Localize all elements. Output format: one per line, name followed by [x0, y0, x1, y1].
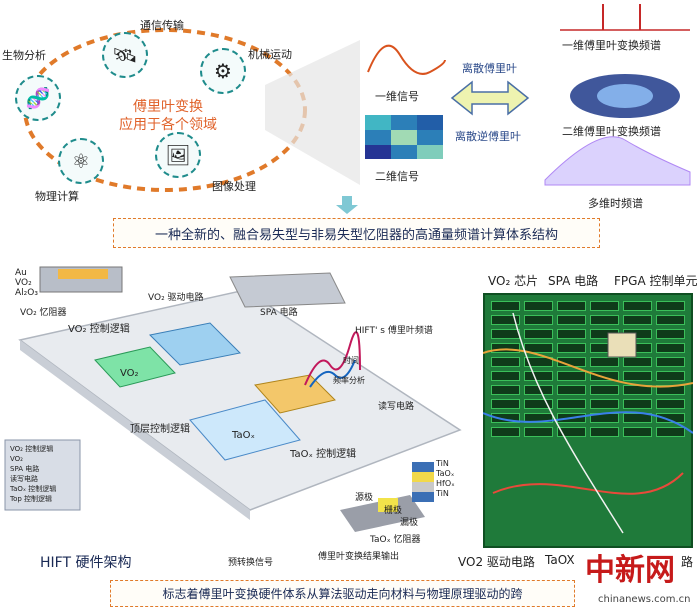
domain-label: 物理计算	[35, 190, 79, 203]
dna-icon: 🧬	[15, 75, 61, 121]
arch-label: 顶层控制逻辑	[130, 424, 190, 435]
spectrum-label: 多维时频谱	[588, 197, 643, 210]
banner-bottom: 标志着傅里叶变换硬件体系从算法驱动走向材料与物理原理驱动的跨	[110, 580, 575, 607]
arch-label: 漏极	[400, 518, 419, 528]
arch-label: 读写电路	[378, 402, 415, 412]
gear-icon: ⚙	[200, 48, 246, 94]
board-label: TaOX	[545, 553, 575, 567]
arrow-label: 离散逆傅里叶	[455, 130, 521, 143]
domain-label: 机械运动	[248, 48, 292, 61]
arch-label: TaOₓ 忆阻器	[370, 535, 421, 545]
oval-title: 傅里叶变换 应用于各个领域	[119, 99, 217, 133]
board-label: VO₂ 芯片	[488, 274, 539, 288]
board-wires	[483, 312, 693, 534]
top-diagram	[23, 4, 691, 214]
heatmap-2d	[365, 115, 443, 159]
domain-label: 图像处理	[212, 180, 256, 193]
board-label: FPGA 控制单元	[614, 274, 698, 288]
board-label: 路	[681, 555, 694, 569]
arch-label: VO₂ 驱动电路	[148, 293, 204, 303]
arch-label: 时间	[343, 356, 359, 365]
spectrum-label: 一维傅里叶变换频谱	[562, 39, 661, 52]
arch-title: HIFT 硬件架构	[40, 555, 132, 571]
arch-label: VO₂ 忆阻器	[20, 308, 67, 318]
domain-label: 生物分析	[2, 49, 46, 62]
arch-label: 栅极	[384, 506, 403, 516]
arch-label: 源极	[355, 493, 374, 503]
arch-label: 预转换信号	[228, 558, 274, 568]
chip-grid	[485, 295, 691, 443]
arch-label: VO₂	[120, 368, 139, 379]
atom-icon: ⚛	[58, 138, 104, 184]
banner-top: 一种全新的、融合易失型与非易失型忆阻器的高通量频谱计算体系结构	[113, 218, 600, 248]
watermark-logo: 中新网	[585, 553, 675, 588]
domain-label: 通信传输	[140, 19, 184, 32]
signal-label: 二维信号	[375, 170, 419, 183]
signal-label: 一维信号	[375, 90, 419, 103]
image-icon: 🖼	[155, 132, 201, 178]
watermark-url: chinanews.com.cn	[598, 594, 691, 605]
board-label: VO2 驱动电路	[458, 555, 535, 569]
arch-label: SPA 电路	[260, 308, 298, 318]
arch-diagram	[4, 266, 462, 532]
arrow-label: 离散傅里叶	[462, 62, 517, 75]
arch-label: 频率分析	[333, 376, 365, 385]
arch-label: TaOₓ	[232, 430, 255, 441]
board-label: SPA 电路	[548, 274, 599, 288]
arch-label: VO₂ 控制逻辑	[68, 324, 130, 335]
arch-label: TaOₓ 控制逻辑	[290, 449, 357, 460]
arch-label: 傅里叶变换结果输出	[318, 552, 400, 562]
satellite-icon: 🛰	[102, 32, 148, 78]
arch-label: HIFT' s 傅里叶频谱	[355, 326, 433, 336]
spectrum-label: 二维傅里叶变换频谱	[562, 125, 661, 138]
